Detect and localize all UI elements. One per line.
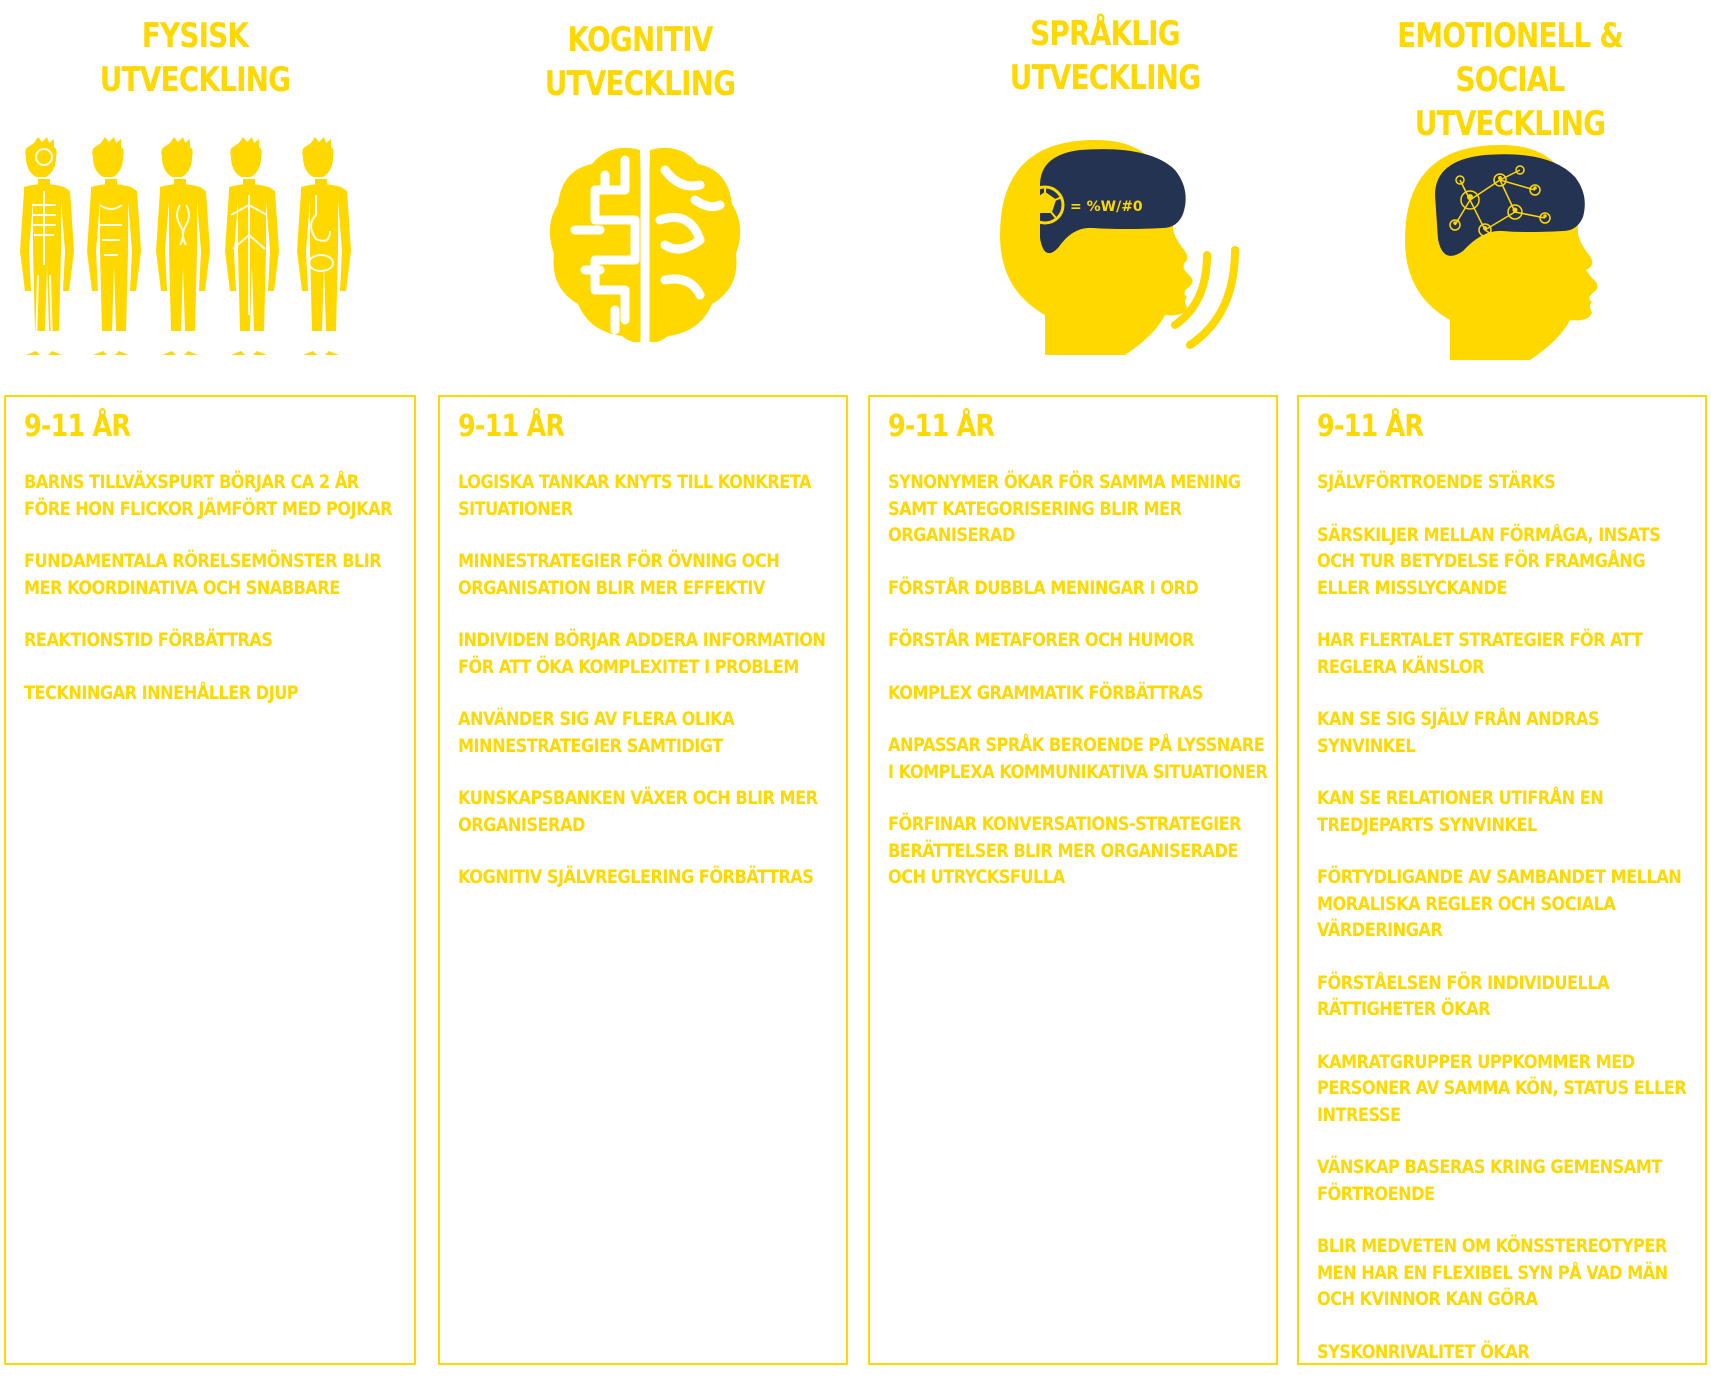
- social-network-head-icon: [1405, 144, 1598, 360]
- column-title-kognitiv: KOGNITIV UTVECKLING: [544, 20, 736, 104]
- list-item: SÄRSKILJER MELLAN FÖRMÅGA, INSATS OCH TU…: [1317, 523, 1661, 599]
- age-heading: 9-11 ÅR: [24, 409, 131, 444]
- spraklig-list: SYNONYMER ÖKAR FÖR SAMMA MENING SAMT KAT…: [888, 469, 1268, 917]
- list-item: ANVÄNDER SIG AV FLERA OLIKA MINNESTRATEG…: [458, 708, 735, 757]
- list-item: ANPASSAR SPRÅK BEROENDE PÅ LYSSNARE I KO…: [888, 734, 1268, 783]
- fysisk-box: 9-11 ÅR BARNS TILLVÄXSPURT BÖRJAR CA 2 Å…: [4, 395, 416, 1365]
- emotionell-box: 9-11 ÅR SJÄLVFÖRTROENDE STÄRKS SÄRSKILJER…: [1297, 395, 1707, 1365]
- list-item: TECKNINGAR INNEHÅLLER DJUP: [24, 681, 299, 704]
- list-item: KOGNITIV SJÄLVREGLERING FÖRBÄTTRAS: [458, 866, 814, 888]
- list-item: HAR FLERTALET STRATEGIER FÖR ATT REGLERA…: [1317, 629, 1643, 678]
- list-item: KAN SE RELATIONER UTIFRÅN EN TREDJEPARTS…: [1317, 787, 1604, 836]
- list-item: FUNDAMENTALA RÖRELSEMÖNSTER BLIR MER KOO…: [24, 550, 382, 599]
- kognitiv-list: LOGISKA TANKAR KNYTS TILL KONKRETA SITUA…: [458, 469, 838, 917]
- list-item: KAMRATGRUPPER UPPKOMMER MED PERSONER AV …: [1317, 1050, 1687, 1126]
- list-item: VÄNSKAP BASERAS KRING GEMENSAMT FÖRTROEN…: [1317, 1156, 1662, 1205]
- list-item: KOMPLEX GRAMMATIK FÖRBÄTTRAS: [888, 681, 1204, 704]
- human-body-systems-icon: [20, 137, 351, 355]
- column-title-emotionell: EMOTIONELL & SOCIAL UTVECKLING: [1397, 16, 1623, 144]
- age-heading: 9-11 ÅR: [888, 409, 995, 444]
- list-item: SYSKONRIVALITET ÖKAR: [1317, 1340, 1530, 1363]
- age-heading: 9-11 ÅR: [458, 409, 565, 444]
- list-item: KUNSKAPSBANKEN VÄXER OCH BLIR MER ORGANI…: [458, 787, 818, 836]
- list-item: BLIR MEDVETEN OM KÖNSSTEREOTYPER MEN HAR…: [1317, 1235, 1668, 1310]
- emotionell-list: SJÄLVFÖRTROENDE STÄRKS SÄRSKILJER MELLAN …: [1317, 469, 1697, 1391]
- list-item: LOGISKA TANKAR KNYTS TILL KONKRETA SITUA…: [458, 471, 812, 520]
- icon-equation-text: = %W/#0: [1070, 199, 1143, 215]
- list-item: SJÄLVFÖRTROENDE STÄRKS: [1317, 471, 1556, 493]
- list-item: FÖRSTÅELSEN FÖR INDIVIDUELLA RÄTTIGHETER…: [1317, 971, 1610, 1021]
- list-item: SYNONYMER ÖKAR FÖR SAMMA MENING SAMT KAT…: [888, 471, 1241, 546]
- list-item: INDIVIDEN BÖRJAR ADDERA INFORMATION FÖR …: [458, 629, 826, 678]
- age-heading: 9-11 ÅR: [1317, 409, 1424, 444]
- column-title-spraklig: SPRÅKLIG UTVECKLING: [1009, 14, 1201, 98]
- fysisk-list: BARNS TILLVÄXSPURT BÖRJAR CA 2 ÅR FÖRE H…: [24, 469, 406, 732]
- list-item: KAN SE SIG SJÄLV FRÅN ANDRAS SYNVINKEL: [1317, 708, 1600, 757]
- column-title-fysisk: FYSISK UTVECKLING: [99, 16, 291, 100]
- speaking-head-icon: = %W/#0: [1000, 139, 1239, 355]
- list-item: BARNS TILLVÄXSPURT BÖRJAR CA 2 ÅR FÖRE H…: [24, 471, 393, 520]
- list-item: FÖRFINAR KONVERSATIONS-STRATEGIER BERÄTT…: [888, 813, 1242, 888]
- brain-icon: [549, 145, 741, 350]
- list-item: FÖRSTÅR METAFORER OCH HUMOR: [888, 629, 1194, 651]
- list-item: FÖRTYDLIGANDE AV SAMBANDET MELLAN MORALI…: [1317, 866, 1682, 941]
- list-item: FÖRSTÅR DUBBLA MENINGAR I ORD: [888, 576, 1199, 599]
- list-item: REAKTIONSTID FÖRBÄTTRAS: [24, 629, 273, 651]
- spraklig-box: 9-11 ÅR SYNONYMER ÖKAR FÖR SAMMA MENING …: [868, 395, 1278, 1365]
- kognitiv-box: 9-11 ÅR LOGISKA TANKAR KNYTS TILL KONKRE…: [438, 395, 848, 1365]
- list-item: MINNESTRATEGIER FÖR ÖVNING OCH ORGANISAT…: [458, 550, 780, 599]
